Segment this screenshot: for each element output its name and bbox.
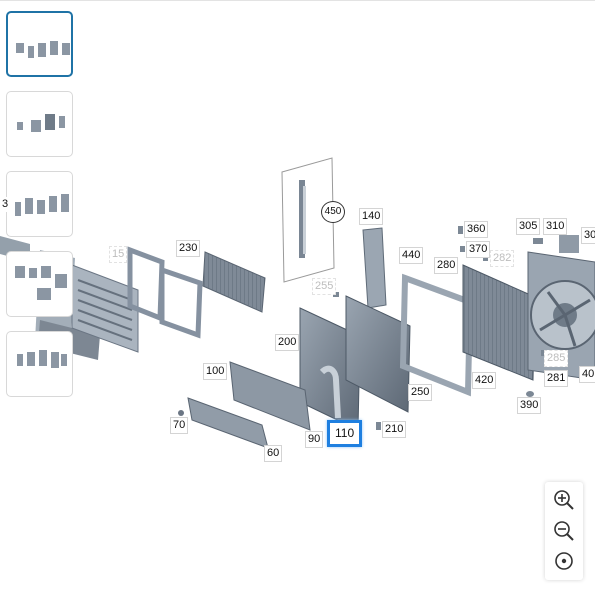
small-fittings xyxy=(333,226,579,430)
reset-view-icon[interactable] xyxy=(552,549,576,573)
part-420 xyxy=(462,264,536,381)
callout-390[interactable]: 390 xyxy=(517,397,542,414)
callout-305[interactable]: 305 xyxy=(516,218,541,235)
zoom-out-icon[interactable] xyxy=(552,519,576,543)
fan-assembly xyxy=(527,251,595,381)
thumbnail-2[interactable] xyxy=(6,91,73,157)
callout-281[interactable]: 281 xyxy=(544,370,569,387)
callout-200[interactable]: 200 xyxy=(275,334,300,351)
thumbnail-1[interactable] xyxy=(6,11,73,77)
callout-255[interactable]: 255 xyxy=(312,278,337,295)
callout-310[interactable]: 310 xyxy=(543,218,568,235)
callout-285[interactable]: 285 xyxy=(544,350,569,367)
thumbnail-5[interactable] xyxy=(6,331,73,397)
thumbnail-2-image xyxy=(17,114,65,132)
callout-110[interactable]: 110 xyxy=(327,420,363,447)
callout-3[interactable]: 3 xyxy=(0,197,11,212)
top-divider xyxy=(0,0,595,1)
callout-60[interactable]: 60 xyxy=(264,445,283,462)
part-100 xyxy=(229,361,311,431)
callout-440[interactable]: 440 xyxy=(399,247,424,264)
zoom-controls xyxy=(545,482,583,580)
part-440 xyxy=(399,273,474,397)
callout-140[interactable]: 140 xyxy=(359,208,384,225)
thumbnail-3[interactable] xyxy=(6,171,73,237)
part-450-detail xyxy=(281,157,335,283)
part-250 xyxy=(345,295,411,413)
part-230 xyxy=(202,251,266,313)
callout-360[interactable]: 360 xyxy=(464,221,489,238)
callout-40[interactable]: 40 xyxy=(579,366,595,383)
frame-15 xyxy=(127,246,203,339)
callout-420[interactable]: 420 xyxy=(472,372,497,389)
callout-70[interactable]: 70 xyxy=(170,417,189,434)
thumbnail-1-image xyxy=(16,41,70,58)
callout-370[interactable]: 370 xyxy=(466,241,491,258)
callout-450[interactable]: 450 xyxy=(321,201,345,223)
callout-280[interactable]: 280 xyxy=(434,257,459,274)
callout-15[interactable]: 15 xyxy=(109,246,128,263)
thumbnail-4-image xyxy=(15,266,67,300)
callout-100[interactable]: 100 xyxy=(203,363,228,380)
louver-shroud xyxy=(71,264,139,353)
thumbnail-5-image xyxy=(17,350,67,368)
part-140 xyxy=(362,227,387,309)
callout-230[interactable]: 230 xyxy=(176,240,201,257)
thumbnail-4[interactable] xyxy=(6,251,73,317)
hose-110 xyxy=(319,365,341,419)
callout-210[interactable]: 210 xyxy=(382,421,407,438)
callout-30[interactable]: 30 xyxy=(581,227,595,244)
thumbnail-3-image xyxy=(15,194,69,216)
callout-90[interactable]: 90 xyxy=(305,431,324,448)
callout-250[interactable]: 250 xyxy=(408,384,433,401)
callout-282[interactable]: 282 xyxy=(490,250,515,267)
zoom-in-icon[interactable] xyxy=(552,488,576,512)
part-70 xyxy=(178,410,184,416)
